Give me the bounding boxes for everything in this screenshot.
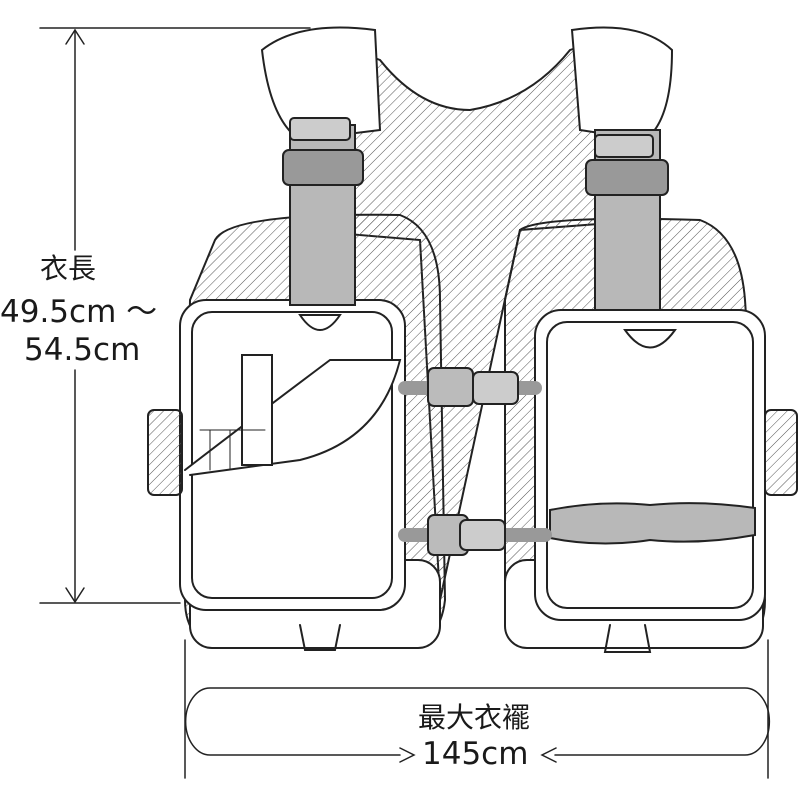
d-ring [623,329,677,349]
right-chest-pocket [534,309,766,621]
length-label: 衣長 [40,252,97,285]
length-min-value: 49.5cm ～ [0,294,158,330]
d-ring [298,314,342,331]
right-shoulder-strap [570,26,674,142]
chest-buckle-lower [398,514,552,556]
elastic-band [549,502,756,545]
length-max-value: 54.5cm [24,332,141,368]
chest-buckle-upper [398,367,542,407]
left-shoulder-strap [260,26,382,142]
length-dimension-line [39,27,311,604]
hem-dimension-line [184,639,771,779]
right-side-tab [764,409,798,496]
hem-label: 最大衣襬 [418,701,531,734]
left-side-tab [147,409,183,496]
hem-value: 145cm [422,736,529,772]
